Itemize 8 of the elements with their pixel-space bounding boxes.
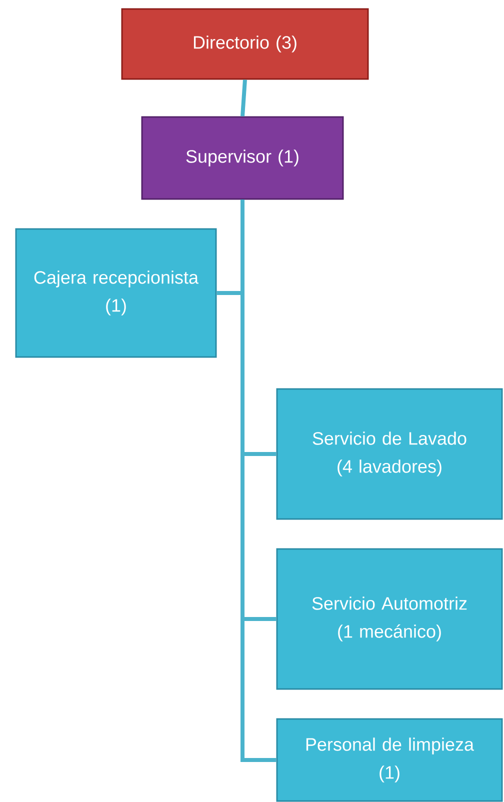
- org-box: Cajera recepcionista (1): [15, 228, 217, 358]
- org-box: Supervisor (1): [141, 116, 344, 200]
- connector-line: [240, 80, 247, 116]
- org-box: Servicio de Lavado (4 lavadores): [276, 388, 503, 520]
- org-box: Personal de limpieza (1): [276, 718, 503, 802]
- connector-line: [240, 200, 276, 762]
- org-box: Servicio Automotriz (1 mecánico): [276, 548, 503, 690]
- org-box: Directorio (3): [121, 8, 369, 80]
